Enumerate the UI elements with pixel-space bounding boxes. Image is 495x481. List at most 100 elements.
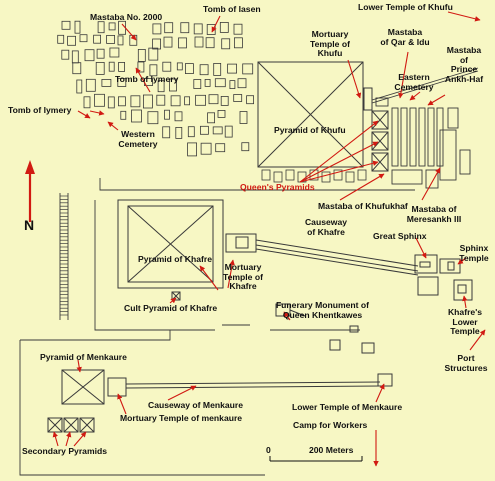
mastaba — [83, 96, 91, 109]
north-arrow — [25, 160, 35, 222]
label-causeway-khafre-line2: of Khafre — [307, 226, 345, 237]
mastaba — [101, 79, 112, 87]
mastaba — [169, 78, 177, 92]
eastern-mastaba — [439, 129, 457, 181]
label-mastaba-qar-idu: Mastaba of Qar & Idu — [365, 27, 445, 47]
label-secondary-pyramids: Secondary Pyramids — [22, 446, 108, 456]
mastaba — [96, 48, 105, 59]
mastaba — [345, 171, 355, 183]
label-western-cemetery-line2: Cemetery — [118, 138, 158, 149]
eastern-mastaba — [459, 149, 471, 175]
label-causeway-khafre-line1: Causeway — [304, 217, 348, 227]
mastaba — [162, 61, 172, 72]
mastaba — [79, 34, 88, 43]
pyramid-of-khafre — [117, 199, 224, 289]
mastaba — [76, 79, 83, 94]
mastaba — [118, 96, 126, 107]
label-mastaba-meresankh-line2: Meresankh III — [406, 213, 462, 224]
mastaba — [95, 62, 105, 75]
mastaba — [220, 96, 229, 106]
mastaba — [242, 63, 254, 75]
mastaba — [180, 22, 190, 34]
label-mortuary-khafre-line3: Khafre — [229, 281, 257, 291]
label-pyramid-of-khafre: Pyramid of Khafre — [138, 254, 213, 264]
label-mastaba-khufukhaf: Mastaba of Khufukhaf — [318, 201, 408, 211]
mastaba — [130, 95, 141, 108]
mastaba — [199, 64, 209, 76]
mastaba — [261, 169, 271, 181]
mastaba — [195, 94, 207, 106]
mastaba — [152, 23, 162, 35]
mastaba — [148, 47, 159, 61]
mastaba — [118, 20, 126, 35]
enclosure-walls — [19, 178, 415, 476]
mastaba — [71, 50, 79, 64]
mastaba — [285, 169, 295, 181]
eastern-mastaba — [375, 97, 389, 107]
mastaba — [333, 169, 343, 181]
mastaba — [108, 61, 115, 72]
label-funerary-line1: Funerary Monument of — [275, 300, 370, 310]
mastaba — [178, 37, 187, 49]
mastaba — [149, 64, 158, 77]
mastaba — [193, 23, 203, 35]
secondary-pyramids — [47, 417, 95, 433]
label-mortuary-khufu-line2: Temple of — [310, 38, 350, 49]
mastaba — [162, 126, 171, 139]
eastern-mastaba — [427, 107, 435, 167]
label-great-sphinx: Great Sphinx — [373, 231, 427, 241]
label-causeway-of-menkaure: Causeway of Menkaure — [148, 400, 244, 410]
mastaba — [184, 63, 194, 74]
funerary-monument-khentkawes — [275, 303, 375, 354]
label-eastern-cemetery-line2: Cemetery — [394, 81, 434, 92]
label-mastaba-ankh-line3: Prince — [450, 64, 478, 74]
mastaba — [61, 20, 71, 30]
label-khafre-lower-line2: Lower — [452, 316, 478, 327]
label-mortuary-khafre-line1: Mortuary — [224, 262, 262, 272]
label-mastaba-meresankh: Mastaba of Meresankh III — [394, 204, 474, 224]
label-port-structures: Port Structures — [440, 353, 492, 373]
label-mortuary-khafre-line2: Temple of — [223, 271, 263, 282]
scale-bar-start-label: 0 — [266, 445, 271, 455]
mastaba — [57, 34, 65, 44]
mastaba — [194, 36, 204, 48]
mastaba — [200, 142, 212, 155]
mastaba — [219, 21, 229, 33]
mastaba — [67, 35, 76, 46]
mastaba — [74, 20, 81, 34]
quarry-hatching — [60, 195, 68, 316]
mastaba — [137, 61, 145, 73]
mastaba — [61, 49, 70, 60]
mastaba — [187, 142, 198, 157]
label-lower-temple-menkaure: Lower Temple of Menkaure — [292, 402, 403, 412]
mastaba — [94, 93, 105, 107]
mastaba — [187, 126, 195, 138]
mastaba — [199, 125, 209, 135]
eastern-mastaba — [425, 169, 439, 189]
causeway-of-khufu — [371, 67, 479, 104]
label-causeway-of-khafre: Causeway of Khafre — [300, 217, 352, 237]
label-western-cemetery: Western Cemetery — [112, 129, 164, 149]
mastaba — [142, 94, 153, 109]
mastaba — [137, 49, 146, 62]
label-mastaba-meresankh-line1: Mastaba of — [411, 204, 457, 214]
label-mastaba-qar-line1: Mastaba — [387, 27, 423, 37]
mastaba — [174, 111, 183, 122]
label-sphinx-temple-line1: Sphinx — [459, 243, 489, 253]
mastaba — [215, 143, 226, 153]
label-mortuary-temple-menkaure: Mortuary Temple of menkaure — [120, 413, 243, 423]
mastaba — [214, 78, 226, 88]
mastaba — [84, 49, 95, 62]
mastaba — [208, 94, 219, 105]
label-funerary-line2: Queen Khentkawes — [282, 309, 363, 320]
mastaba — [233, 37, 243, 49]
mastaba — [107, 96, 115, 109]
mastaba — [221, 38, 231, 50]
mastaba — [241, 142, 250, 152]
mastaba — [204, 79, 211, 87]
mastaba — [212, 126, 223, 135]
cult-pyramid-of-khafre — [171, 291, 181, 301]
mastaba — [108, 22, 116, 31]
eastern-mastaba — [418, 107, 426, 167]
